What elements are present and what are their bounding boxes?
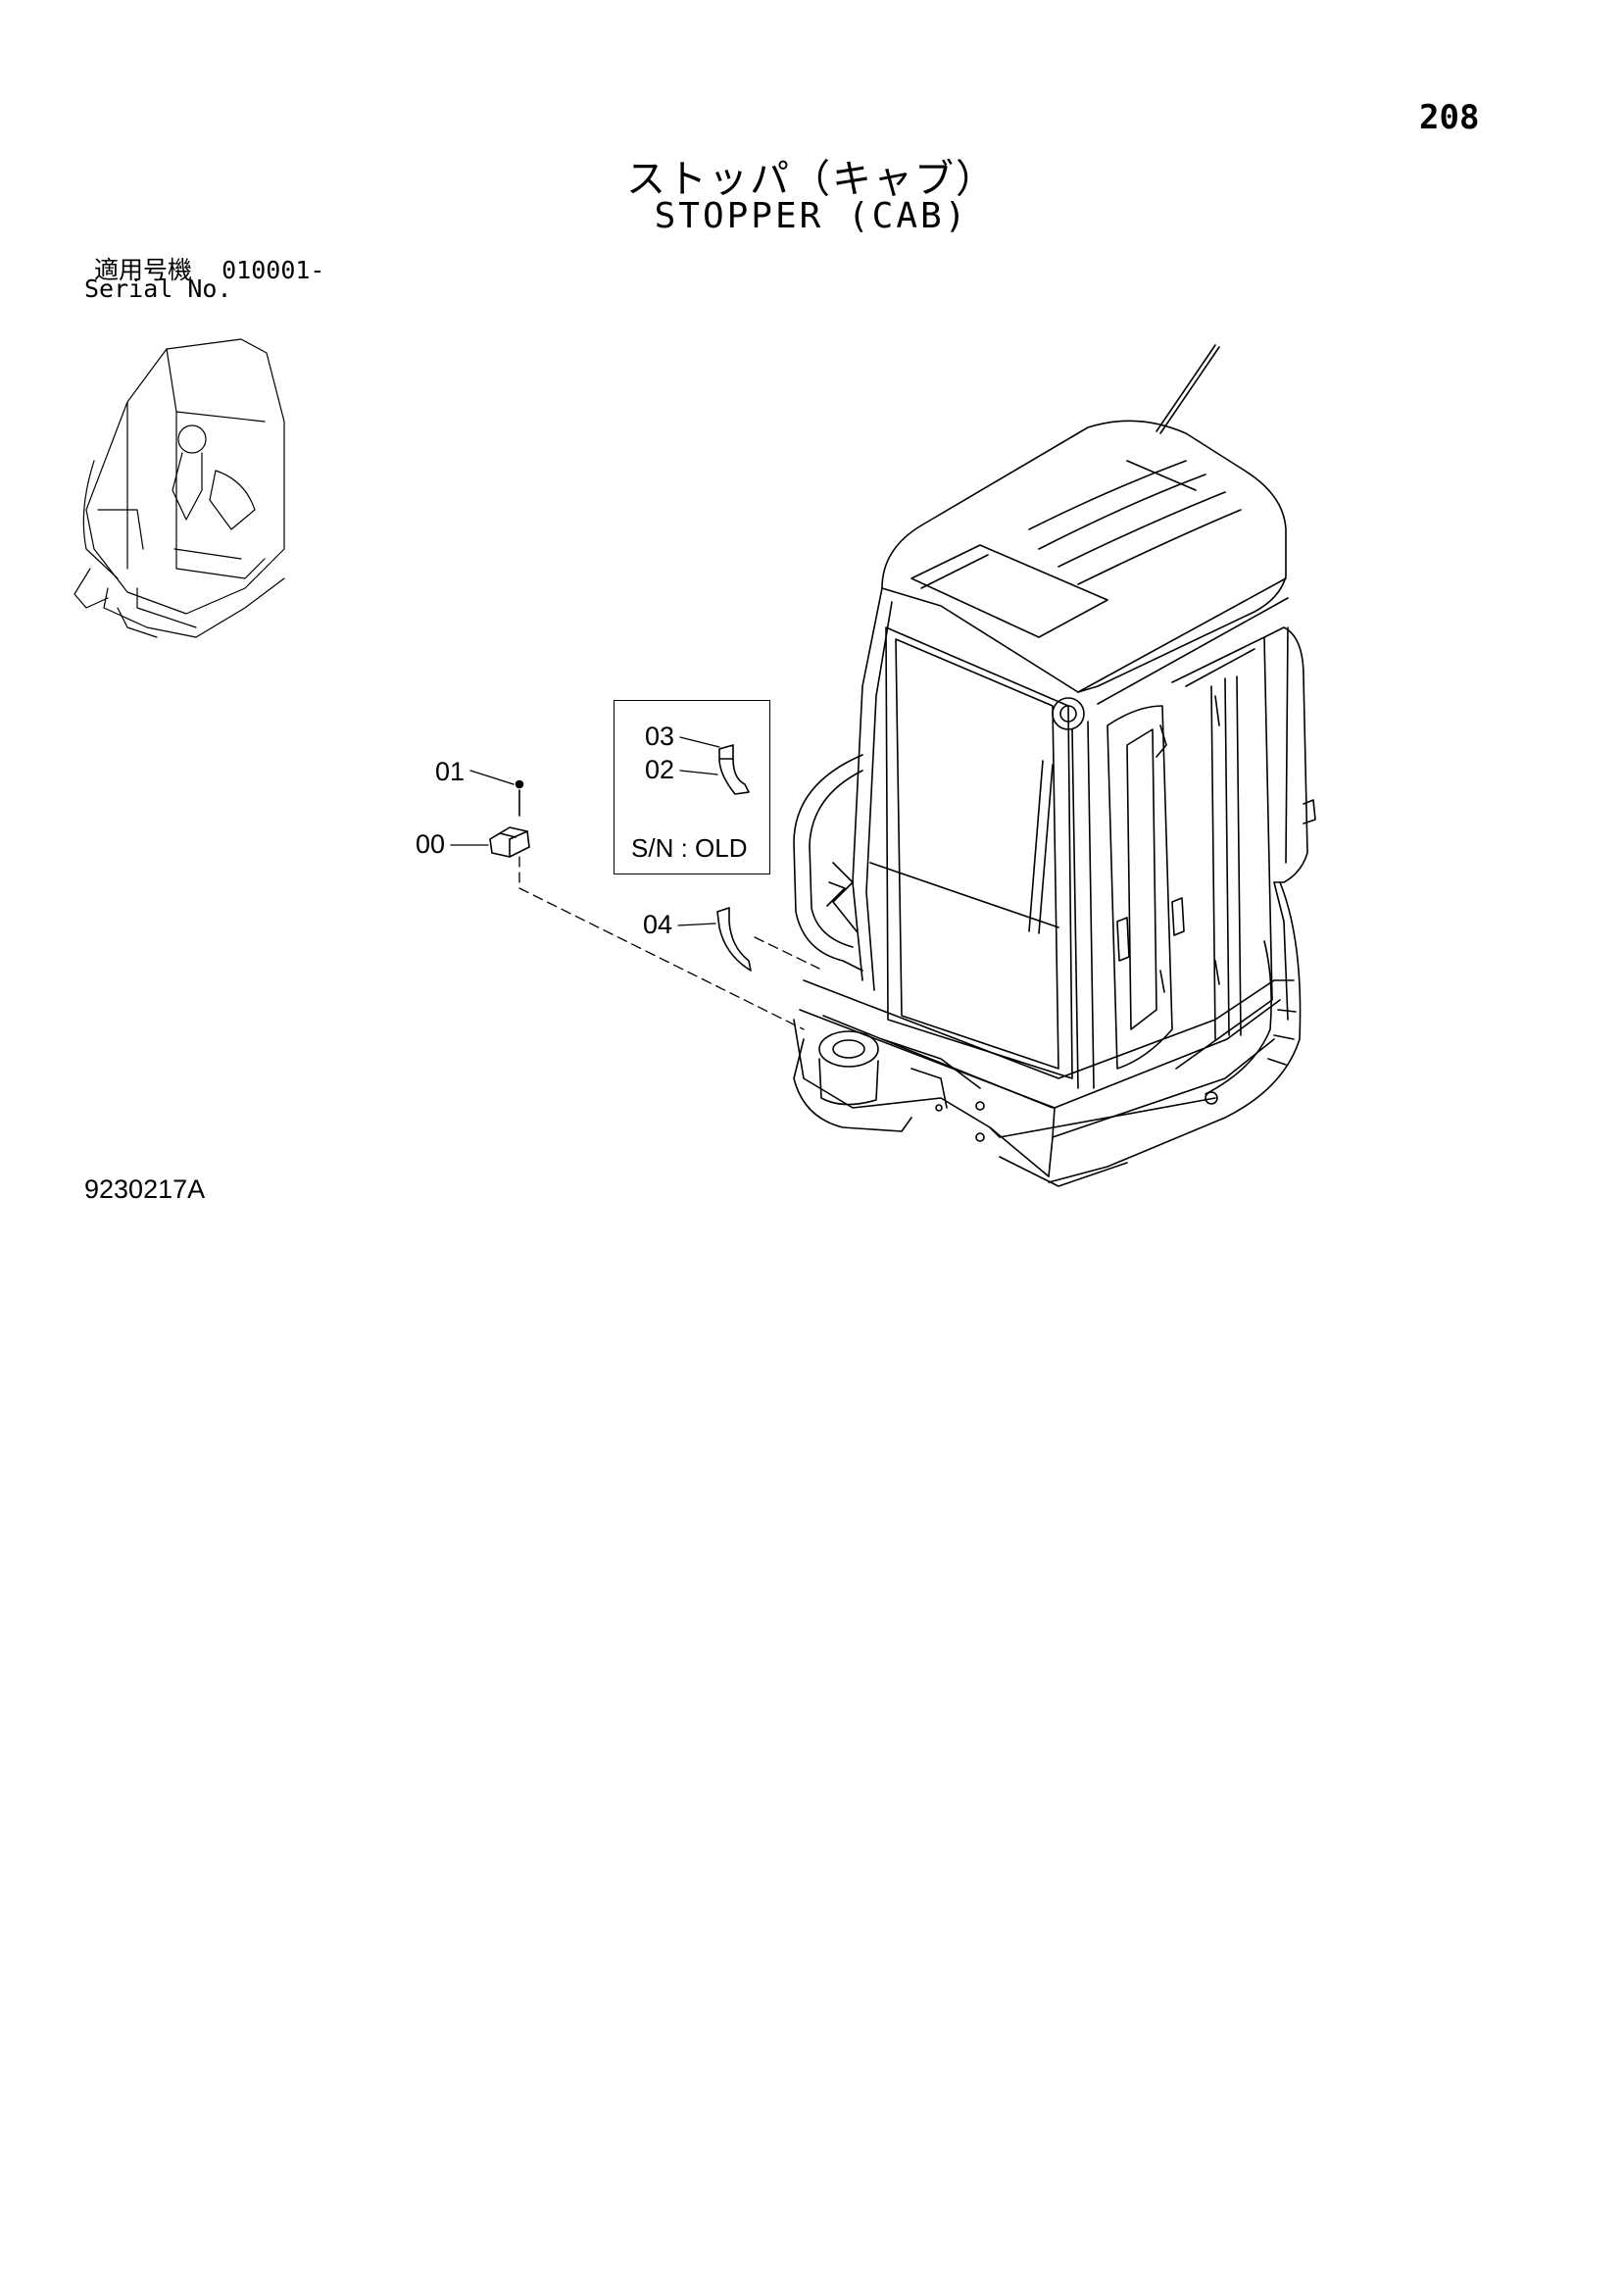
leader-lines <box>450 736 720 926</box>
part-00-stopper <box>489 826 530 858</box>
serial-old-box <box>614 700 770 874</box>
assembly-lines <box>518 856 820 1030</box>
page-number: 208 <box>1419 98 1480 137</box>
serial-value: 010001- <box>221 256 325 284</box>
part-04-rubber <box>716 907 752 972</box>
page-title-en: STOPPER (CAB) <box>654 196 969 236</box>
serial-range: 適用号機 010001- <box>94 251 324 286</box>
callout-00: 00 <box>416 829 446 859</box>
callout-04: 04 <box>643 910 673 939</box>
callout-03: 03 <box>645 722 675 751</box>
serial-old-label: S/N : OLD <box>631 833 748 863</box>
drawing-code: 9230217A <box>84 1174 206 1204</box>
part-01-bolt <box>515 779 524 817</box>
callout-02: 02 <box>645 755 675 784</box>
serial-label-en: Serial No. <box>84 275 232 303</box>
part-02-03-rubber <box>718 744 750 795</box>
page-title-jp: ストッパ（キャブ） <box>626 157 997 202</box>
cab-drawing <box>793 344 1316 1187</box>
serial-label-jp: 適用号機 <box>94 256 193 284</box>
callout-01: 01 <box>435 757 466 786</box>
reference-thumbnail <box>74 338 285 638</box>
